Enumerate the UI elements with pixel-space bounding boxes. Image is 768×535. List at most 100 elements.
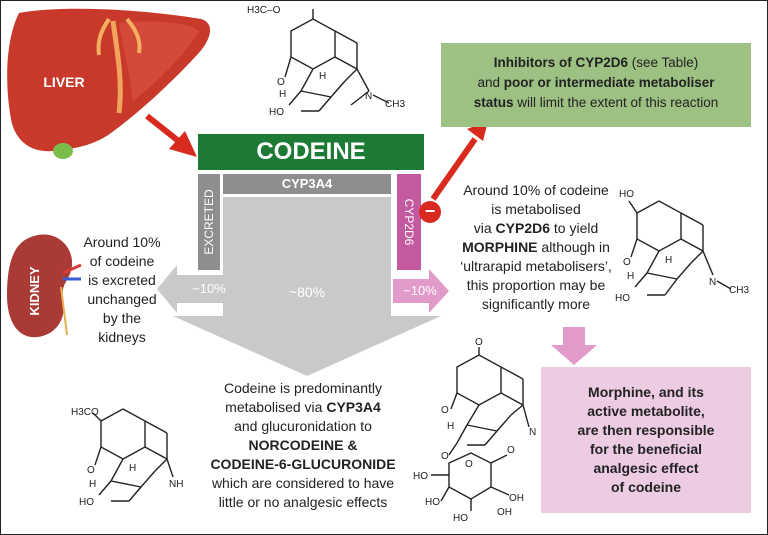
cyp3a4-bar: CYP3A4 <box>223 174 391 194</box>
cyp3a4-line-3: and glucuronidation to <box>234 418 372 434</box>
inhibitor-line-2-pre: and <box>477 75 504 90</box>
cyp2d6-line-7: significantly more <box>481 296 591 312</box>
cyp3a4-line-4: NORCODEINE & <box>248 437 358 453</box>
morphine-line-6: of codeine <box>610 479 681 495</box>
cyp2d6-pathway-arrow <box>393 269 449 313</box>
glucuronide-ho1-label: HO <box>413 471 428 482</box>
cyp2d6-description: Around 10% of codeine is metabolised via… <box>449 181 623 314</box>
cyp2d6-line-3-pre: via <box>473 220 496 236</box>
morphine-ring-o-label: O <box>623 257 631 268</box>
codeine-ring-o-label: O <box>277 77 285 88</box>
inhibitor-line-1-rest: (see Table) <box>627 55 699 70</box>
cyp3a4-line-1: Codeine is predominantly <box>224 380 382 396</box>
codeine-methoxy-label: H3C–O <box>247 5 281 16</box>
glucuronide-ho3-label: HO <box>453 513 468 524</box>
cyp3a4-line-2-bold: CYP3A4 <box>326 399 381 415</box>
cyp3a4-line-7: little or no analgesic effects <box>218 494 388 510</box>
kidney-text-line-3: is excreted <box>88 272 156 288</box>
norcodeine-oh-label: HO <box>79 497 94 508</box>
cyp2d6-line-1: Around 10% of codeine <box>463 182 609 198</box>
excretion-arrow <box>157 265 241 313</box>
cyp3a4-label: CYP3A4 <box>281 176 333 191</box>
glucuronide-structure <box>431 347 530 511</box>
glucuronide-methoxy-label: O <box>475 337 483 348</box>
inhibition-minus-icon: − <box>419 201 441 223</box>
morphine-line-5: analgesic effect <box>593 460 699 476</box>
inhibitor-info-box: Inhibitors of CYP2D6 (see Table) and poo… <box>441 43 751 127</box>
kidney-ureter <box>60 286 68 336</box>
codeine-h-label: H <box>319 71 326 82</box>
kidney-text-line-1: Around 10% <box>83 234 161 250</box>
inhibitor-line-1-bold: Inhibitors of CYP2D6 <box>493 55 628 70</box>
kidney-text-line-2: of codeine <box>89 253 155 269</box>
codeine-oh-label: HO <box>269 107 284 118</box>
inhibitor-line-2: and poor or intermediate metaboliser <box>441 73 751 93</box>
morphine-line-1: Morphine, and its <box>588 384 704 400</box>
kidney-artery <box>62 263 82 275</box>
glucuronide-oh1-label: OH <box>509 493 524 504</box>
norcodeine-structure-labels: H3CO O H H NH HO <box>71 407 183 508</box>
excreted-percentage: ~10% <box>192 281 226 296</box>
kidney-label: KIDNEY <box>27 266 42 315</box>
glucuronide-n-label: N <box>529 427 536 438</box>
morphine-line-3: are then responsible <box>577 422 715 438</box>
morphine-structure <box>628 200 732 296</box>
cyp3a4-pathway-arrow <box>173 197 441 376</box>
morphine-line-2: active metabolite, <box>587 403 705 419</box>
cyp2d6-bar: CYP2D6 <box>397 174 421 270</box>
glucuronide-h-label: H <box>447 421 454 432</box>
liver-vessel-left <box>96 17 111 56</box>
morphine-oh-label: HO <box>615 293 630 304</box>
morphine-n-label: N <box>709 277 716 288</box>
gallbladder-shape <box>53 143 73 159</box>
morphine-h-label: H <box>665 255 672 266</box>
cyp2d6-line-6: this proportion may be <box>466 277 606 293</box>
cyp2d6-line-4: MORPHINE although in <box>449 238 623 257</box>
cyp2d6-label: CYP2D6 <box>402 198 416 246</box>
glucuronide-sugar-o-label: O <box>465 459 473 470</box>
cyp3a4-line-2: metabolised via CYP3A4 <box>187 398 419 417</box>
glucuronide-link-o-label: O <box>441 451 449 462</box>
codeine-title: CODEINE <box>256 138 366 165</box>
morphine-effect-arrow <box>551 327 597 365</box>
norcodeine-ring-o-label: O <box>87 465 95 476</box>
liver-to-codeine-arrow <box>145 113 197 157</box>
cyp2d6-line-5: ‘ultrarapid metabolisers’, <box>460 258 612 274</box>
liver-label: LIVER <box>43 74 84 90</box>
norcodeine-h-label: H <box>129 463 136 474</box>
inhibitor-line-2-bold: poor or intermediate metaboliser <box>503 75 715 90</box>
kidney-excretion-text: Around 10% of codeine is excreted unchan… <box>77 233 167 347</box>
codeine-n-label: N <box>365 91 372 102</box>
morphine-effect-box: Morphine, and its active metabolite, are… <box>541 367 751 513</box>
kidney-text-line-5: by the <box>102 310 142 326</box>
cyp3a4-percentage: ~80% <box>288 284 326 300</box>
kidney-text-line-6: kidneys <box>98 329 146 345</box>
cyp2d6-line-2: is metabolised <box>491 201 581 217</box>
cyp3a4-line-6: which are considered to have <box>211 475 395 491</box>
excreted-bar: EXCRETED <box>198 174 220 270</box>
cyp2d6-line-4-rest: although in <box>537 239 610 255</box>
glucuronide-structure-labels: O O H N O HO O HO HO OH OH O <box>413 337 536 524</box>
cyp2d6-percentage: ~10% <box>403 283 437 298</box>
cyp3a4-line-2-pre: metabolised via <box>225 399 327 415</box>
kidney-illustration: KIDNEY <box>7 234 82 338</box>
morphine-line-4: for the beneficial <box>589 441 703 457</box>
norcodeine-methoxy-label: H3CO <box>71 407 99 418</box>
glucuronide-ring-o-label: O <box>441 405 449 416</box>
glucuronide-ho2-label: HO <box>425 497 440 508</box>
excreted-label: EXCRETED <box>202 189 216 255</box>
kidney-shape <box>7 234 73 338</box>
kidney-text-line-4: unchanged <box>87 291 157 307</box>
codeine-h2-label: H <box>279 89 286 100</box>
morphine-ch3-label: CH3 <box>729 285 749 296</box>
morphine-structure-labels: HO O H H HO N CH3 <box>615 189 749 304</box>
cyp3a4-line-5: CODEINE-6-GLUCURONIDE <box>210 456 396 472</box>
codeine-structure <box>284 9 390 112</box>
minus-sign: − <box>424 201 436 221</box>
glucuronide-acid-o-label: O <box>507 445 515 456</box>
codeine-title-bar: CODEINE <box>198 134 424 170</box>
cyp2d6-line-3-bold: CYP2D6 <box>495 220 550 236</box>
codeine-structure-labels: H3C–O O H H HO N CH3 <box>247 5 405 118</box>
glucuronide-oh2-label: OH <box>497 507 512 518</box>
